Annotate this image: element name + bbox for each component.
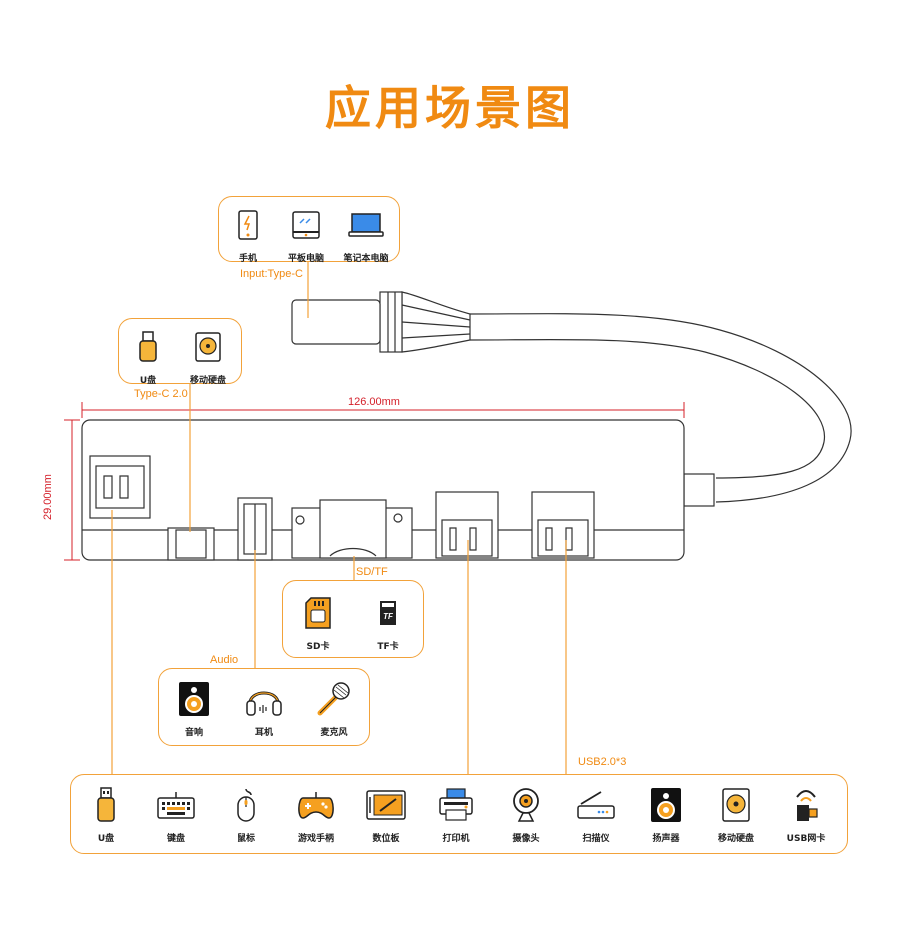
hard-drive-icon xyxy=(722,788,750,822)
tablet-icon xyxy=(292,211,320,239)
item-gamepad: 游戏手柄 xyxy=(281,785,351,844)
laptop-icon xyxy=(348,213,384,237)
printer-icon xyxy=(439,788,473,821)
typec-device-box: U盘 移动硬盘 xyxy=(118,318,243,386)
hub-body xyxy=(81,419,685,561)
svg-text:TF: TF xyxy=(383,612,394,621)
width-dimension: 126.00mm xyxy=(348,396,400,408)
item-usb-udisk: U盘 xyxy=(71,785,141,844)
usb-label: USB2.0*3 xyxy=(578,756,627,768)
page-title: 应用场景图 xyxy=(325,81,575,135)
item-usb-network: USB网卡 xyxy=(771,785,841,844)
usb-device-box: U盘 键盘 鼠标 游戏手柄 数位板 打印机 摄像头 扫描仪 扬声器 移动硬盘 U… xyxy=(70,774,848,854)
input-device-box: 手机 平板电脑 笔记本电脑 xyxy=(218,196,401,264)
item-hdd: 移动硬盘 xyxy=(173,327,243,386)
speaker-icon xyxy=(651,788,681,822)
item-phone: 手机 xyxy=(213,205,283,264)
item-drawing-tablet: 数位板 xyxy=(351,785,421,844)
mouse-icon xyxy=(237,788,255,822)
leader-lines xyxy=(111,262,567,776)
usb-c-cable xyxy=(291,291,852,507)
webcam-icon xyxy=(513,788,539,822)
item-speaker: 音响 xyxy=(159,679,229,738)
microphone-icon xyxy=(317,682,350,716)
audio-label: Audio xyxy=(210,654,239,666)
item-sd-card: SD卡 xyxy=(283,593,353,652)
item-webcam: 摄像头 xyxy=(491,785,561,844)
input-label: Input:Type-C xyxy=(240,268,303,280)
sd-card-icon xyxy=(305,597,331,629)
item-loudspeaker: 扬声器 xyxy=(631,785,701,844)
item-laptop: 笔记本电脑 xyxy=(331,205,401,264)
item-tf-card: TF TF卡 xyxy=(353,593,423,652)
wifi-adapter-icon xyxy=(796,790,818,821)
hard-drive-icon xyxy=(195,332,221,362)
item-headphone: 耳机 xyxy=(229,679,299,738)
headphone-icon xyxy=(246,691,282,716)
item-scanner: 扫描仪 xyxy=(561,785,631,844)
item-keyboard: 键盘 xyxy=(141,785,211,844)
usb-drive-icon xyxy=(97,787,115,822)
sdtf-label: SD/TF xyxy=(356,566,388,578)
item-microphone: 麦克风 xyxy=(299,679,369,738)
phone-icon xyxy=(238,210,258,240)
usb-drive-icon xyxy=(139,331,157,362)
item-usb-hdd: 移动硬盘 xyxy=(701,785,771,844)
speaker-icon xyxy=(179,682,209,716)
item-udisk: U盘 xyxy=(113,327,183,386)
height-dimension: 29.00mm xyxy=(42,474,54,520)
drawing-tablet-icon xyxy=(366,790,406,820)
dimension-lines xyxy=(64,402,685,561)
item-mouse: 鼠标 xyxy=(211,785,281,844)
scanner-icon xyxy=(577,791,615,819)
keyboard-icon xyxy=(157,792,195,819)
typec-label: Type-C 2.0 xyxy=(134,388,188,400)
gamepad-icon xyxy=(298,792,334,819)
sdtf-device-box: SD卡 TF TF卡 xyxy=(282,580,424,658)
item-tablet: 平板电脑 xyxy=(271,205,341,264)
tf-card-icon: TF xyxy=(380,601,396,625)
audio-device-box: 音响 耳机 麦克风 xyxy=(158,668,370,746)
item-printer: 打印机 xyxy=(421,785,491,844)
